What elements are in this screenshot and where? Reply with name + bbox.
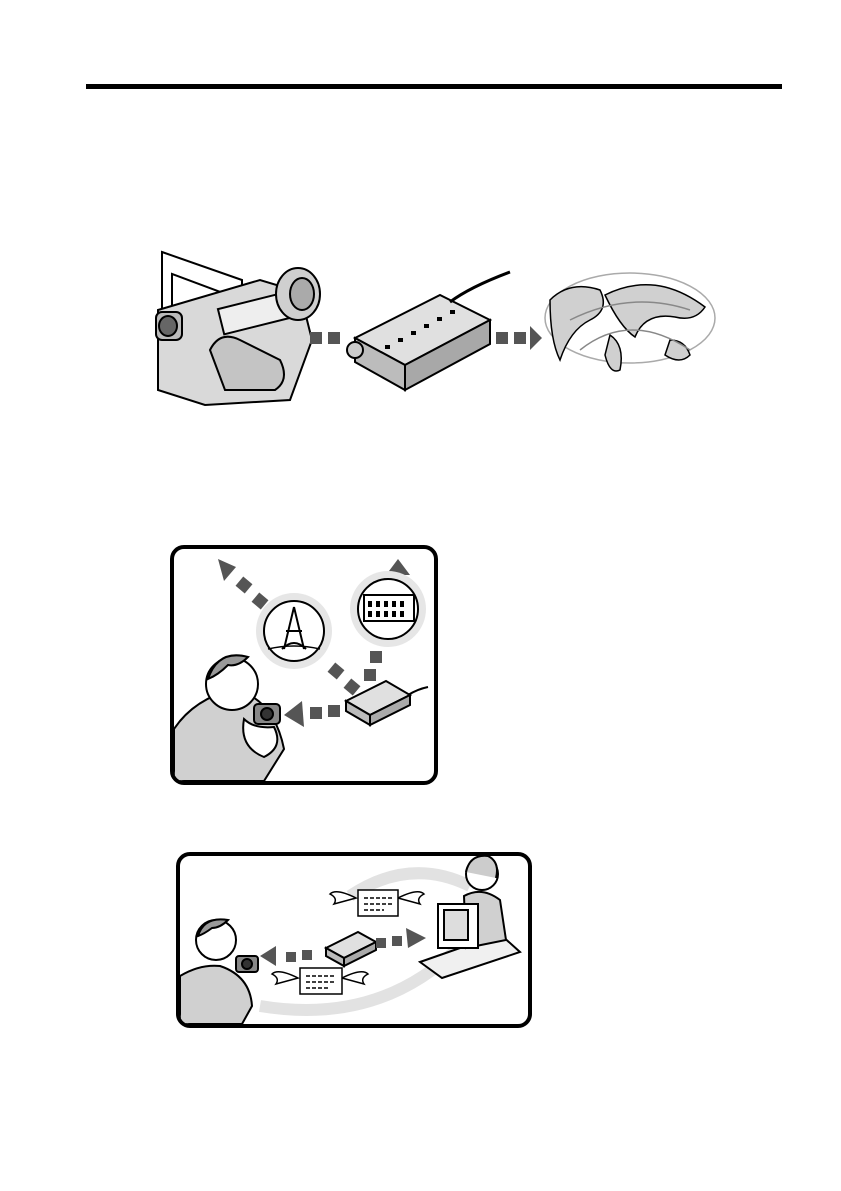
camcorder-icon xyxy=(156,252,320,405)
world-map-icon xyxy=(545,273,715,371)
hero-illustration xyxy=(150,240,720,410)
network-adapter-icon xyxy=(326,932,376,966)
network-adapter-icon xyxy=(347,272,510,390)
header-rule xyxy=(86,84,782,89)
eiffel-tower-icon xyxy=(256,593,332,669)
winged-mail-icon xyxy=(330,890,424,916)
illustration-panel-mail xyxy=(176,852,532,1028)
man-with-camera-icon xyxy=(174,655,284,781)
building-icon xyxy=(350,571,426,647)
winged-mail-icon xyxy=(272,968,368,994)
dashed-arrow-icon xyxy=(496,326,542,350)
dashed-arrow-icon xyxy=(310,332,340,344)
man-with-camera-icon xyxy=(180,919,258,1024)
illustration-panel-landmarks xyxy=(170,545,438,785)
dashed-arrow-icon xyxy=(284,701,340,727)
